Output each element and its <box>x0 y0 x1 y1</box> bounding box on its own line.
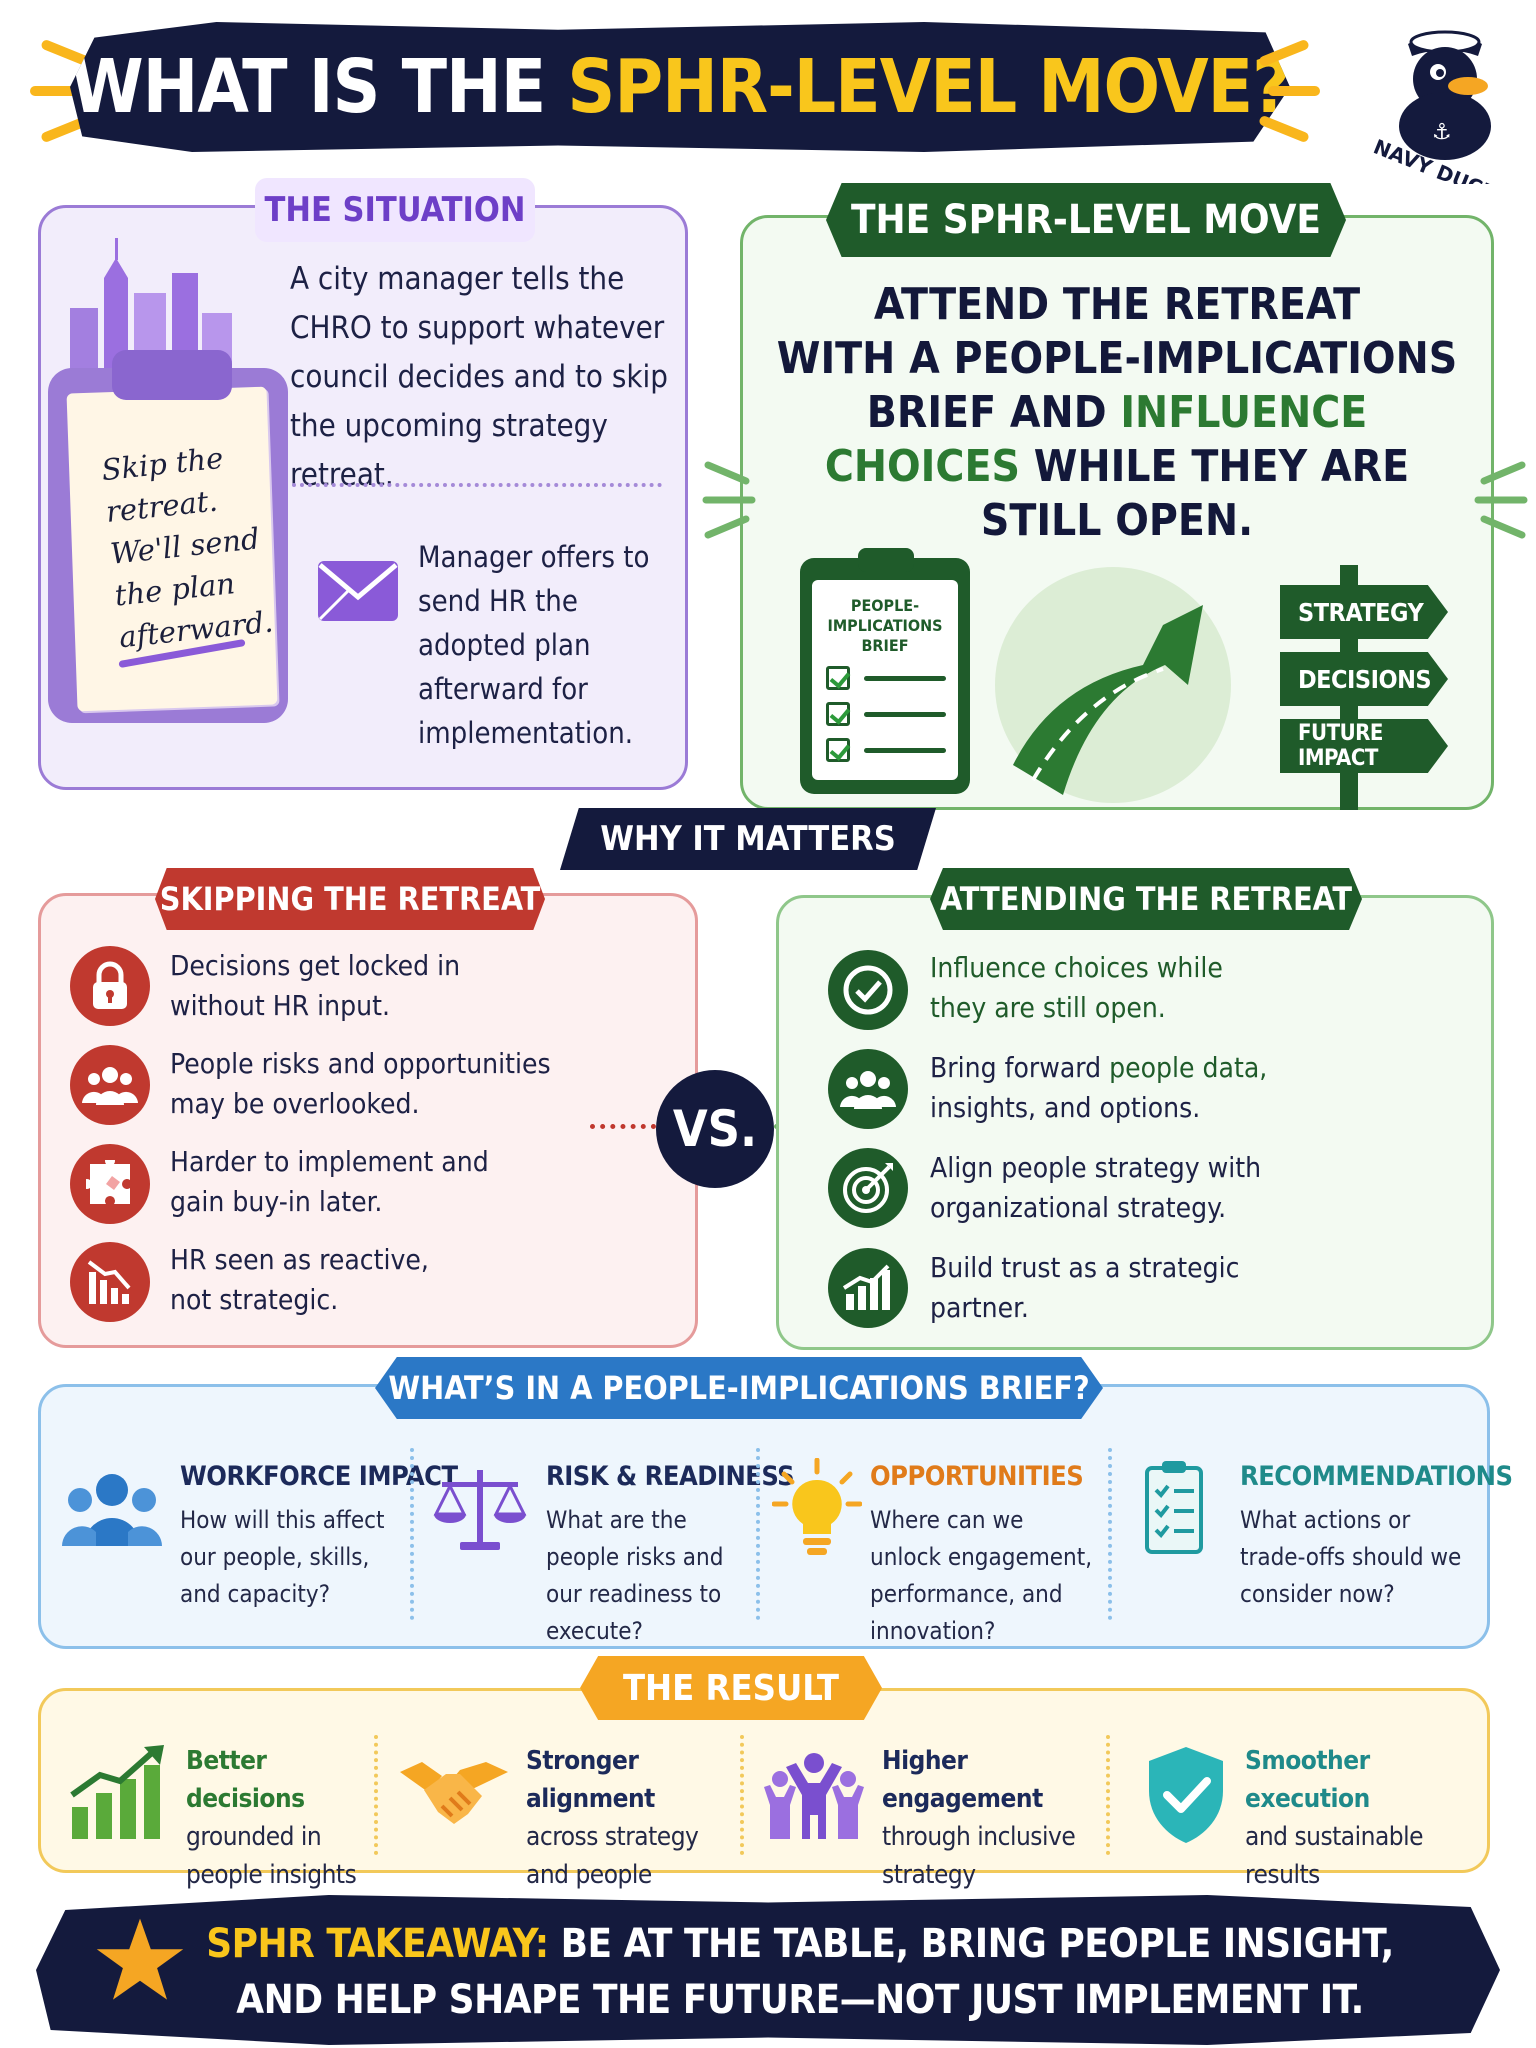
brief-title-risk: RISK & READINESS <box>546 1461 795 1492</box>
people-icon <box>70 1045 150 1125</box>
move-tag: THE SPHR-LEVEL MOVE <box>826 183 1346 257</box>
brief-panel <box>38 1384 1490 1649</box>
brief-separator <box>756 1448 760 1620</box>
sign-strategy: STRATEGY <box>1280 585 1448 639</box>
navy-duck-logo: ⚓ NAVY DUCK <box>1370 30 1502 184</box>
brief-clipboard-title: PEOPLE- IMPLICATIONS BRIEF <box>827 596 943 655</box>
team-cheer-icon <box>764 1753 864 1839</box>
signpost: STRATEGY DECISIONS FUTURE IMPACT <box>1280 565 1460 810</box>
brief-desc-opportunities: Where can we unlock engagement, performa… <box>870 1506 1093 1645</box>
spark-left-icon <box>30 38 110 144</box>
brief-title-recommendations: RECOMMENDATIONS <box>1240 1461 1513 1492</box>
road-arrow-icon <box>995 567 1231 803</box>
spark-right-icon <box>1250 38 1330 144</box>
takeaway-banner <box>36 1895 1500 2045</box>
brief-title-opportunities: OPPORTUNITIES <box>870 1461 1084 1492</box>
title-banner: WHAT IS THE SPHR-LEVEL MOVE? <box>70 22 1290 152</box>
result-tag: THE RESULT <box>580 1656 882 1720</box>
handwritten-note: Skip the retreat. We'll send the plan af… <box>99 440 275 655</box>
situation-text: A city manager tells the CHRO to support… <box>290 261 668 493</box>
sign-future-impact: FUTURE IMPACT <box>1280 719 1448 773</box>
chart-up-icon <box>828 1248 908 1328</box>
checkbox-row <box>826 702 946 728</box>
situation-divider <box>292 483 662 487</box>
handshake-icon <box>400 1762 508 1824</box>
why-tag: WHY IT MATTERS <box>560 808 936 870</box>
brief-separator <box>1108 1448 1112 1620</box>
brief-title-workforce: WORKFORCE IMPACT <box>180 1461 458 1492</box>
shield-check-icon <box>1149 1747 1223 1843</box>
skipping-tag: SKIPPING THE RETREAT <box>155 868 545 930</box>
situation-tag: THE SITUATION <box>255 178 535 242</box>
attend-item-2: Bring forward people data,insights, and … <box>930 1051 1268 1124</box>
brief-tag: WHAT’S IN A PEOPLE-IMPLICATIONS BRIEF? <box>375 1357 1103 1419</box>
envelope-icon <box>318 561 398 621</box>
brief-desc-workforce: How will this affect our people, skills,… <box>180 1506 385 1608</box>
workforce-icon <box>62 1474 162 1546</box>
skip-item-4: HR seen as reactive,not strategic. <box>170 1243 429 1316</box>
spark-green-right-icon <box>1474 461 1528 539</box>
star-icon <box>96 1918 184 2000</box>
result-separator <box>374 1735 378 1855</box>
svg-text:⚓: ⚓ <box>1432 120 1452 145</box>
brief-desc-recommendations: What actions or trade-offs should we con… <box>1240 1506 1462 1608</box>
chart-down-icon <box>70 1242 150 1322</box>
brief-separator <box>410 1448 414 1620</box>
move-statement: ATTEND THE RETREAT WITH A PEOPLE-IMPLICA… <box>776 279 1458 546</box>
checklist-icon <box>1145 1461 1203 1554</box>
bar-growth-icon <box>70 1745 164 1839</box>
spark-green-left-icon <box>702 461 756 539</box>
scale-icon <box>433 1470 527 1550</box>
checkbox-row <box>826 666 946 692</box>
brief-desc-risk: What are the people risks and our readin… <box>546 1506 724 1645</box>
brief-clipboard-clip <box>858 548 914 572</box>
vs-connector-left <box>590 1124 656 1129</box>
situation-offer-text: Manager offers to send HR the adopted pl… <box>418 540 650 750</box>
lock-icon <box>70 946 150 1026</box>
attending-tag: ATTENDING THE RETREAT <box>930 868 1362 930</box>
lightbulb-icon <box>772 1458 862 1555</box>
check-circle-icon <box>828 950 908 1030</box>
target-icon <box>828 1148 908 1228</box>
page-title: WHAT IS THE SPHR-LEVEL MOVE? <box>70 44 1290 130</box>
checkbox-row <box>826 738 946 764</box>
result-separator <box>1106 1735 1110 1855</box>
vs-badge: VS. <box>656 1070 774 1188</box>
sign-decisions: DECISIONS <box>1280 652 1448 706</box>
takeaway-text: SPHR TAKEAWAY: BE AT THE TABLE, BRING PE… <box>206 1921 1394 2023</box>
result-separator <box>740 1735 744 1855</box>
puzzle-icon <box>70 1144 150 1224</box>
clipboard-clip-icon <box>112 350 232 400</box>
people-icon <box>828 1049 908 1129</box>
